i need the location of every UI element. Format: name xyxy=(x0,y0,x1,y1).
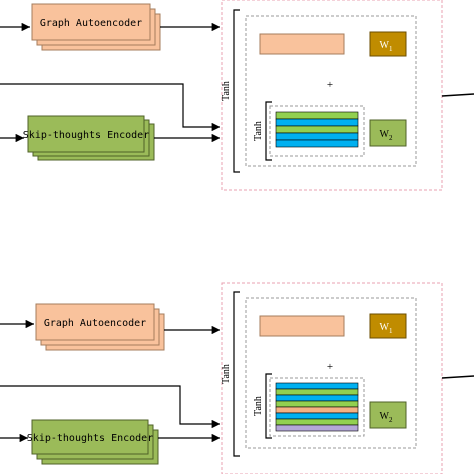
top-w2-box xyxy=(369,119,407,147)
bottom-stripes-matrix xyxy=(275,382,359,432)
top-tanh-outer-bracket xyxy=(233,9,240,173)
bottom-stripe-7 xyxy=(275,418,359,426)
bottom-tanh-outer-label: Tanh xyxy=(221,364,232,384)
top-stripe-4 xyxy=(275,132,359,141)
bottom-graph-autoencoder-box xyxy=(35,303,155,341)
bottom-graph-autoencoder-label: Graph Autoencoder xyxy=(44,318,146,329)
bottom-skip-thoughts-encoder-box xyxy=(31,419,149,455)
top-skip-thoughts-encoder-box xyxy=(27,115,145,153)
top-stripes-matrix xyxy=(275,111,359,148)
bottom-tanh-inner-bracket xyxy=(265,373,272,439)
bottom-stripe-6 xyxy=(275,412,359,420)
bottom-w2-box xyxy=(369,401,407,429)
top-tanh-inner-label: Tanh xyxy=(253,121,264,141)
bottom-output-line xyxy=(441,375,474,379)
top-skip-thoughts-encoder-label: Skip-thoughts Encoder xyxy=(23,130,149,141)
bottom-fusion-inner-box xyxy=(245,297,417,449)
bottom-w1-label: W1 xyxy=(380,322,393,335)
bottom-stripes-dashed-box xyxy=(269,377,365,437)
top-stripe-1 xyxy=(275,111,359,120)
top-graph-vector xyxy=(259,33,345,55)
bottom-tanh-inner-label: Tanh xyxy=(253,396,264,416)
bottom-stripe-5 xyxy=(275,406,359,414)
top-w2-label: W2 xyxy=(380,129,393,142)
bottom-panel: Graph Autoencoder Skip-thoughts Encoder … xyxy=(0,282,474,474)
bottom-fusion-outer-box xyxy=(221,282,443,474)
top-w1-label: W1 xyxy=(380,40,393,53)
bottom-plus-sign: + xyxy=(327,361,333,373)
top-plus-sign: + xyxy=(327,79,333,91)
top-skip-thoughts-encoder-stack: Skip-thoughts Encoder xyxy=(23,115,155,161)
top-output-line xyxy=(441,93,474,97)
top-skip-path-arrow xyxy=(0,83,220,132)
bottom-stripe-1 xyxy=(275,382,359,390)
bottom-tanh-outer-bracket xyxy=(233,291,240,457)
bottom-stripe-8 xyxy=(275,424,359,432)
bottom-skip-thoughts-encoder-stack: Skip-thoughts Encoder xyxy=(27,419,159,465)
top-fusion-inner-box xyxy=(245,15,417,167)
bottom-stripe-3 xyxy=(275,394,359,402)
top-stripe-2 xyxy=(275,118,359,127)
top-fusion-outer-box xyxy=(221,0,443,191)
top-stripe-5 xyxy=(275,139,359,148)
top-tanh-outer-label: Tanh xyxy=(221,81,232,101)
top-stripes-dashed-box xyxy=(269,105,365,157)
top-tanh-inner-bracket xyxy=(265,101,272,161)
bottom-stripe-2 xyxy=(275,388,359,396)
top-panel: Graph Autoencoder Skip-thoughts Encoder … xyxy=(0,0,474,191)
bottom-skip-thoughts-encoder-label: Skip-thoughts Encoder xyxy=(27,433,153,444)
top-graph-autoencoder-stack: Graph Autoencoder xyxy=(31,3,161,51)
top-graph-autoencoder-box xyxy=(31,3,151,41)
bottom-w1-box xyxy=(369,313,407,339)
bottom-graph-vector xyxy=(259,315,345,337)
bottom-stripe-4 xyxy=(275,400,359,408)
top-w1-box xyxy=(369,31,407,57)
bottom-graph-autoencoder-stack: Graph Autoencoder xyxy=(35,303,165,351)
bottom-skip-path-arrow xyxy=(0,385,220,429)
top-graph-autoencoder-label: Graph Autoencoder xyxy=(40,18,142,29)
top-stripe-3 xyxy=(275,125,359,134)
bottom-w2-label: W2 xyxy=(380,411,393,424)
